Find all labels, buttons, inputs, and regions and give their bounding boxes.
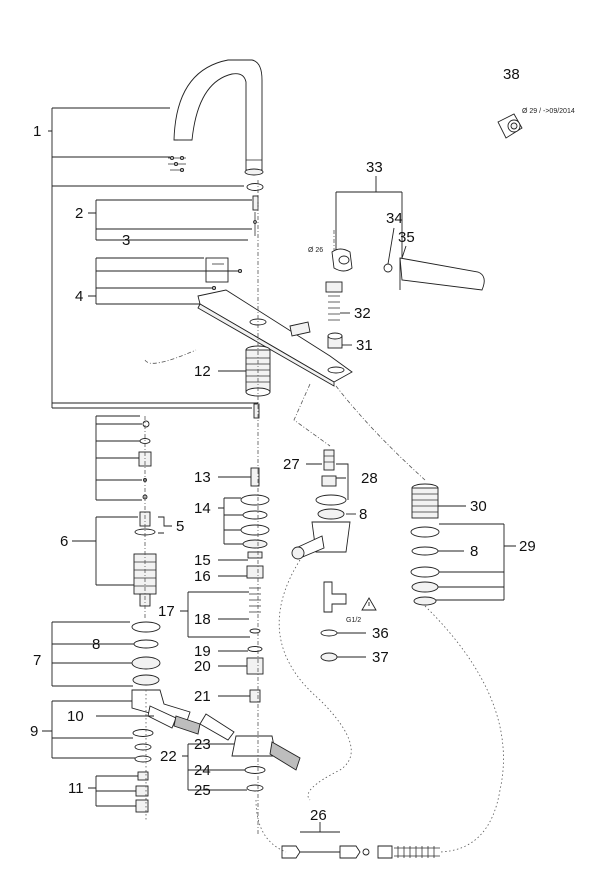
label-part-10: 10 (67, 708, 84, 725)
label-part-23: 23 (194, 736, 211, 753)
center-valve-stack (199, 467, 301, 792)
label-part-15: 15 (194, 552, 211, 569)
label-part-18: 18 (194, 611, 211, 628)
label-part-36: 36 (372, 625, 389, 642)
label-part-31: 31 (356, 337, 373, 354)
label-part-33: 33 (366, 159, 383, 176)
label-part-30: 30 (470, 498, 487, 515)
label-part-6: 6 (60, 533, 68, 550)
note-diameter-26: Ø 26 (308, 247, 323, 254)
label-part-13: 13 (194, 469, 211, 486)
supply-hose-part (281, 845, 440, 859)
note-thread-g12: G1/2 (346, 617, 361, 624)
label-part-11: 11 (68, 780, 84, 797)
label-part-7: 7 (33, 652, 41, 669)
label-part-12: 12 (194, 363, 211, 380)
label-part-14: 14 (194, 500, 211, 517)
label-part-27: 27 (283, 456, 300, 473)
label-part-24: 24 (194, 762, 211, 779)
assembly-guide-lines (144, 180, 504, 853)
label-part-25: 25 (194, 782, 211, 799)
label-part-19: 19 (194, 643, 211, 660)
label-part-22: 22 (160, 748, 177, 765)
label-part-2: 2 (75, 205, 83, 222)
label-part-37: 37 (372, 649, 389, 666)
label-part-9: 9 (30, 723, 38, 740)
side-handle-assembly (325, 248, 485, 349)
label-part-16: 16 (194, 568, 211, 585)
note-diameter-29: Ø 29 / ->09/2014 (522, 108, 575, 115)
label-part-38: 38 (503, 66, 520, 83)
label-part-29: 29 (519, 538, 536, 555)
label-part-4: 4 (75, 288, 83, 305)
right-valve-part (291, 449, 351, 560)
label-part-8-filter: 8 (470, 543, 478, 560)
spout-part (168, 59, 264, 236)
label-part-34: 34 (386, 210, 403, 227)
label-part-8-left: 8 (92, 636, 100, 653)
leader-lines (42, 107, 516, 833)
part-labels: 1 2 3 4 12 5 6 7 8 9 10 11 13 14 15 16 1… (30, 66, 575, 824)
label-part-20: 20 (194, 658, 211, 675)
label-part-1: 1 (33, 123, 41, 140)
label-part-3: 3 (122, 232, 130, 249)
angle-valve-part (320, 581, 377, 662)
label-part-32: 32 (354, 305, 371, 322)
label-part-21: 21 (194, 688, 211, 705)
label-part-8-right-valve: 8 (359, 506, 367, 523)
label-part-5: 5 (176, 518, 184, 535)
label-part-35: 35 (398, 229, 415, 246)
label-part-26: 26 (310, 807, 327, 824)
label-part-28: 28 (361, 470, 378, 487)
label-part-17: 17 (158, 603, 175, 620)
spare-adapter-part (497, 113, 523, 139)
right-filter-stack (410, 483, 440, 606)
deck-plate-part (197, 257, 353, 387)
